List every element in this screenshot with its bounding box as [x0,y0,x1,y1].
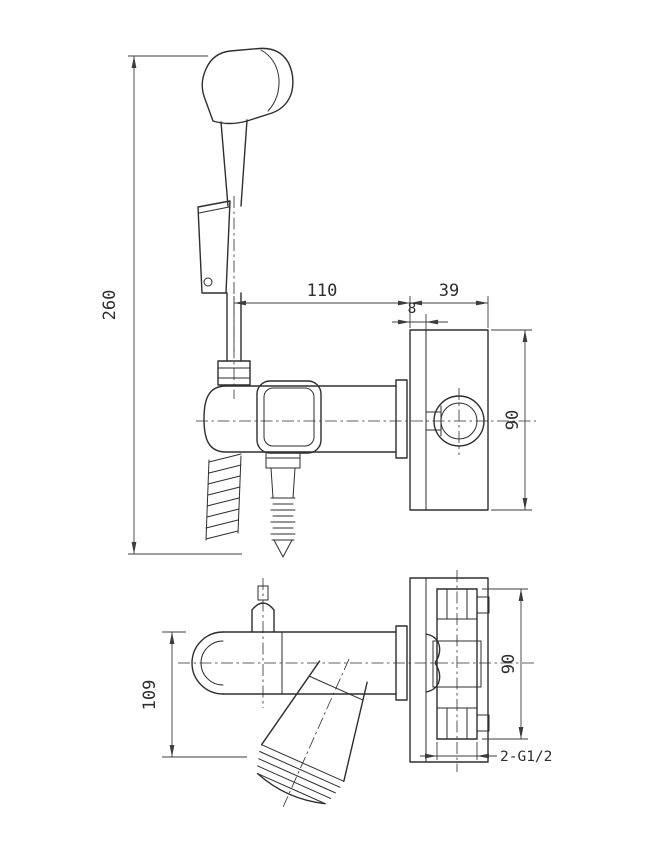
spout-axis-centerline [282,658,350,808]
arrowhead [477,753,489,759]
dim-label-spout-drop: 109 [140,680,160,711]
dimension-depth: 39 [410,281,489,328]
arrowhead [131,542,137,554]
arrowhead [410,300,422,306]
arrowhead [522,330,528,342]
body-left-cap [191,631,224,695]
dimension-thread: 2-G1/2 [420,742,552,765]
dim-label-overall-height: 260 [100,290,120,321]
control-knob-inner [263,387,315,447]
dimension-body-length: 110 [233,281,411,352]
wall-bracket-edge [198,206,230,214]
bracket-hole [203,277,213,287]
spray-spout [256,658,368,808]
arrowhead [398,300,410,306]
sprayer-handle-left [220,121,229,207]
dimension-plate-thickness: 8 [392,301,448,330]
spout-end-cap [256,772,326,805]
arrowhead [169,632,175,644]
supply-port-bottom [476,714,490,732]
spout-side-right [343,681,368,783]
arrowhead [518,727,524,739]
spout-side-left [260,660,321,746]
control-knob-outer [256,380,322,454]
dimension-port-spacing: 90 [482,588,528,740]
supply-cylinder [432,588,490,740]
arrowhead [518,589,524,601]
arrowhead [425,753,437,759]
dimension-spout-drop: 109 [140,631,247,758]
dim-label-body-length: 110 [307,281,338,301]
shower-hose-coil [205,453,242,541]
side-view-top [409,329,489,511]
arrowhead [131,56,137,68]
wall-flange [395,379,408,459]
outlet-hose [265,451,301,558]
mixer-body [203,385,397,453]
arrowhead [426,319,438,325]
supply-port-top [476,596,490,614]
sprayer-head-cap-line [260,49,280,112]
dimension-overall-height: 260 [100,55,242,555]
dim-label-depth: 39 [439,281,459,301]
dim-label-thread: 2-G1/2 [500,749,552,765]
dimension-plate-height: 90 [491,329,532,511]
wall-bracket [197,200,231,294]
bottom-view [191,578,408,808]
sprayer-handle-right [240,119,248,207]
mounting-plate-bottom [409,577,489,763]
arrowhead [476,300,488,306]
arrowhead [169,745,175,757]
sprayer-head-outline [201,47,294,125]
dim-label-plate-thickness: 8 [408,301,417,317]
arrowhead [398,319,410,325]
mounting-plate-top [409,329,489,511]
dim-label-port-spacing: 90 [499,654,519,674]
arrowhead [522,498,528,510]
dim-label-plate-height: 90 [503,410,523,430]
side-view-bottom [409,570,490,772]
arrowhead [234,300,246,306]
